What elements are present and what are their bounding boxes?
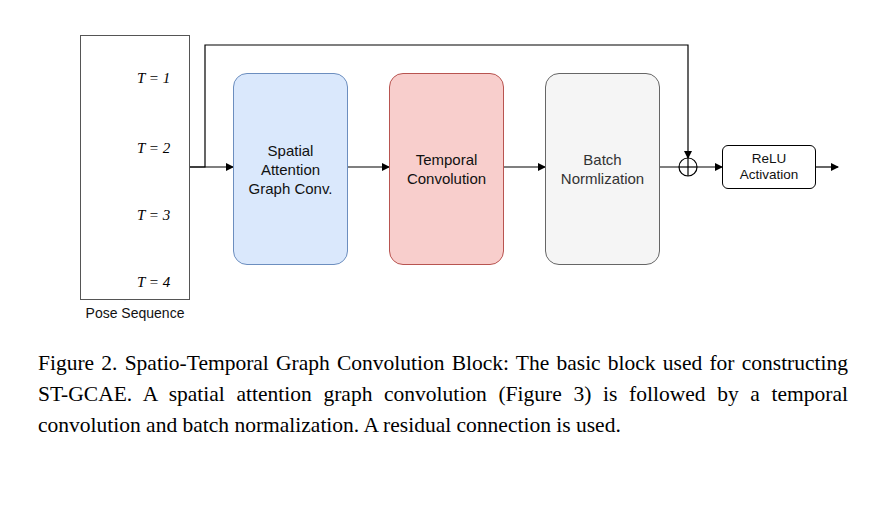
box-label: Spatial Attention Graph Conv. [234, 141, 347, 198]
process-box: Spatial Attention Graph Conv. [233, 73, 348, 265]
process-box: Batch Normlization [545, 73, 660, 265]
box-label: Temporal Convolution [390, 150, 503, 188]
panel-title: Pose Sequence [86, 304, 185, 323]
flow-arrow [504, 166, 545, 167]
time-label: T = 1 [137, 70, 170, 87]
process-box: ReLU Activation [722, 145, 816, 189]
sum-symbol [679, 158, 697, 176]
flow-arrow [348, 166, 389, 167]
sum-symbol-v [687, 158, 688, 176]
time-label: T = 4 [137, 274, 170, 291]
flow-arrow [660, 166, 722, 167]
process-box: Temporal Convolution [389, 73, 504, 265]
box-label: Batch Normlization [546, 150, 659, 188]
time-label: T = 2 [137, 140, 170, 157]
box-label: ReLU Activation [723, 151, 815, 183]
figure-caption: Figure 2. Spatio-Temporal Graph Convolut… [38, 348, 848, 441]
time-label: T = 3 [137, 207, 170, 224]
sequence-panel: Pose Sequence [80, 35, 190, 300]
